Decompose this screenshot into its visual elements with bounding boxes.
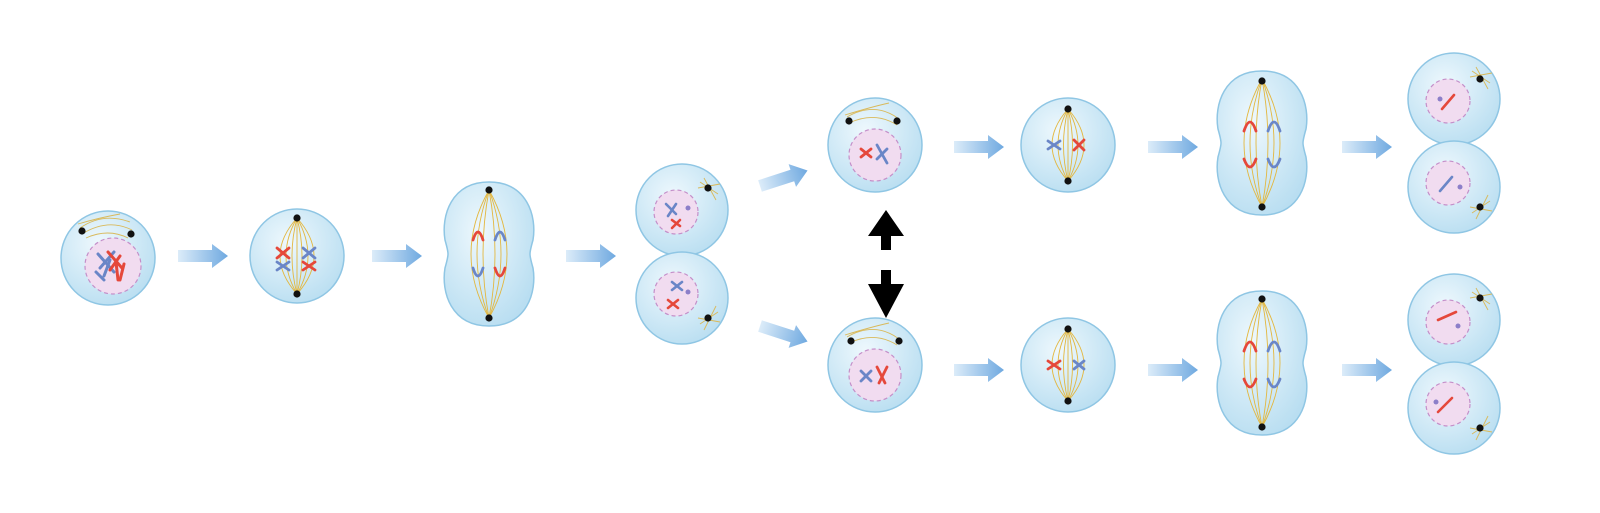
flow-arrow-diagonal-up: [758, 164, 808, 192]
cell-telophase-II-top: [1407, 52, 1501, 234]
flow-arrow: [1148, 135, 1198, 159]
cell-metaphase-II-bottom: [1020, 317, 1116, 413]
cell-prophase-II-top: [827, 97, 923, 193]
spindle-fibers: [470, 189, 508, 319]
cell-telophase-I: [635, 163, 729, 345]
flow-arrow: [178, 244, 228, 268]
flow-arrow: [1342, 135, 1392, 159]
cell-prophase-I: [60, 210, 156, 306]
aster-fibers: [77, 213, 133, 239]
cell-telophase-II-bottom: [1407, 273, 1501, 455]
bidirectional-arrow-icon: [868, 210, 904, 318]
flow-arrow-diagonal-down: [758, 320, 808, 348]
flow-arrow: [1342, 358, 1392, 382]
flow-arrow: [954, 358, 1004, 382]
flow-arrow: [954, 135, 1004, 159]
flow-arrow: [566, 244, 616, 268]
flow-arrows: [178, 135, 1392, 382]
cell-metaphase-I: [249, 208, 345, 304]
flow-arrow: [372, 244, 422, 268]
cell-anaphase-I: [443, 181, 535, 327]
cell-prophase-II-bottom: [827, 317, 923, 413]
cell-metaphase-II-top: [1020, 97, 1116, 193]
flow-arrow: [1148, 358, 1198, 382]
cell-anaphase-II-top: [1216, 70, 1308, 216]
cell-anaphase-II-bottom: [1216, 290, 1308, 436]
